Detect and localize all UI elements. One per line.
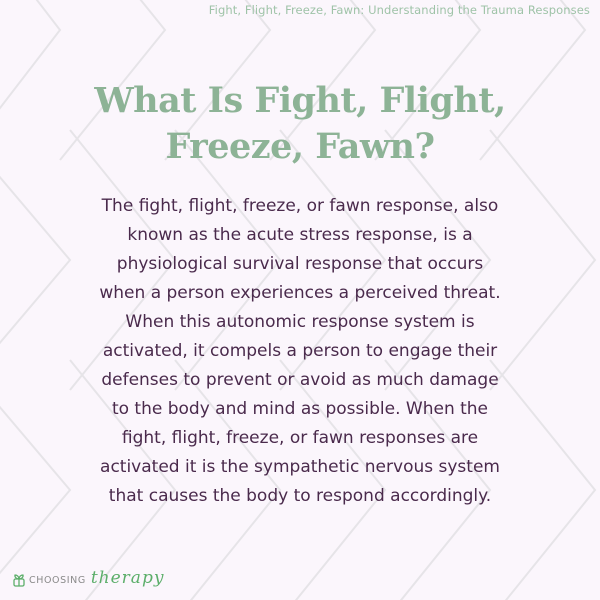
logo-word-therapy: therapy (90, 568, 165, 588)
body-line: known as the acute stress response, is a (127, 225, 473, 245)
body-paragraph: The fight, flight, freeze, or fawn respo… (60, 192, 540, 511)
body-line: that causes the body to respond accordin… (108, 486, 492, 506)
logo-word-choosing: CHOOSING (29, 574, 86, 586)
body-line: When this autonomic response system is (125, 312, 475, 332)
body-line: to the body and mind as possible. When t… (111, 399, 489, 419)
leaf-box-icon (13, 574, 25, 587)
page-caption: Fight, Flight, Freeze, Fawn: Understandi… (208, 3, 590, 17)
body-line: activated it is the sympathetic nervous … (100, 457, 500, 477)
body-line: The fight, flight, freeze, or fawn respo… (101, 196, 499, 216)
body-line: activated, it compels a person to engage… (102, 341, 498, 361)
title-line-2: Freeze, Fawn? (165, 126, 435, 167)
title-line-1: What Is Fight, Flight, (94, 80, 506, 121)
page-title: What Is Fight, Flight, Freeze, Fawn? (0, 78, 600, 170)
body-line: physiological survival response that occ… (116, 254, 484, 274)
body-line: defenses to prevent or avoid as much dam… (101, 370, 499, 390)
body-line: when a person experiences a perceived th… (99, 283, 501, 303)
choosing-therapy-logo: CHOOSING therapy (12, 568, 164, 588)
body-line: fight, flight, freeze, or fawn responses… (121, 428, 479, 448)
